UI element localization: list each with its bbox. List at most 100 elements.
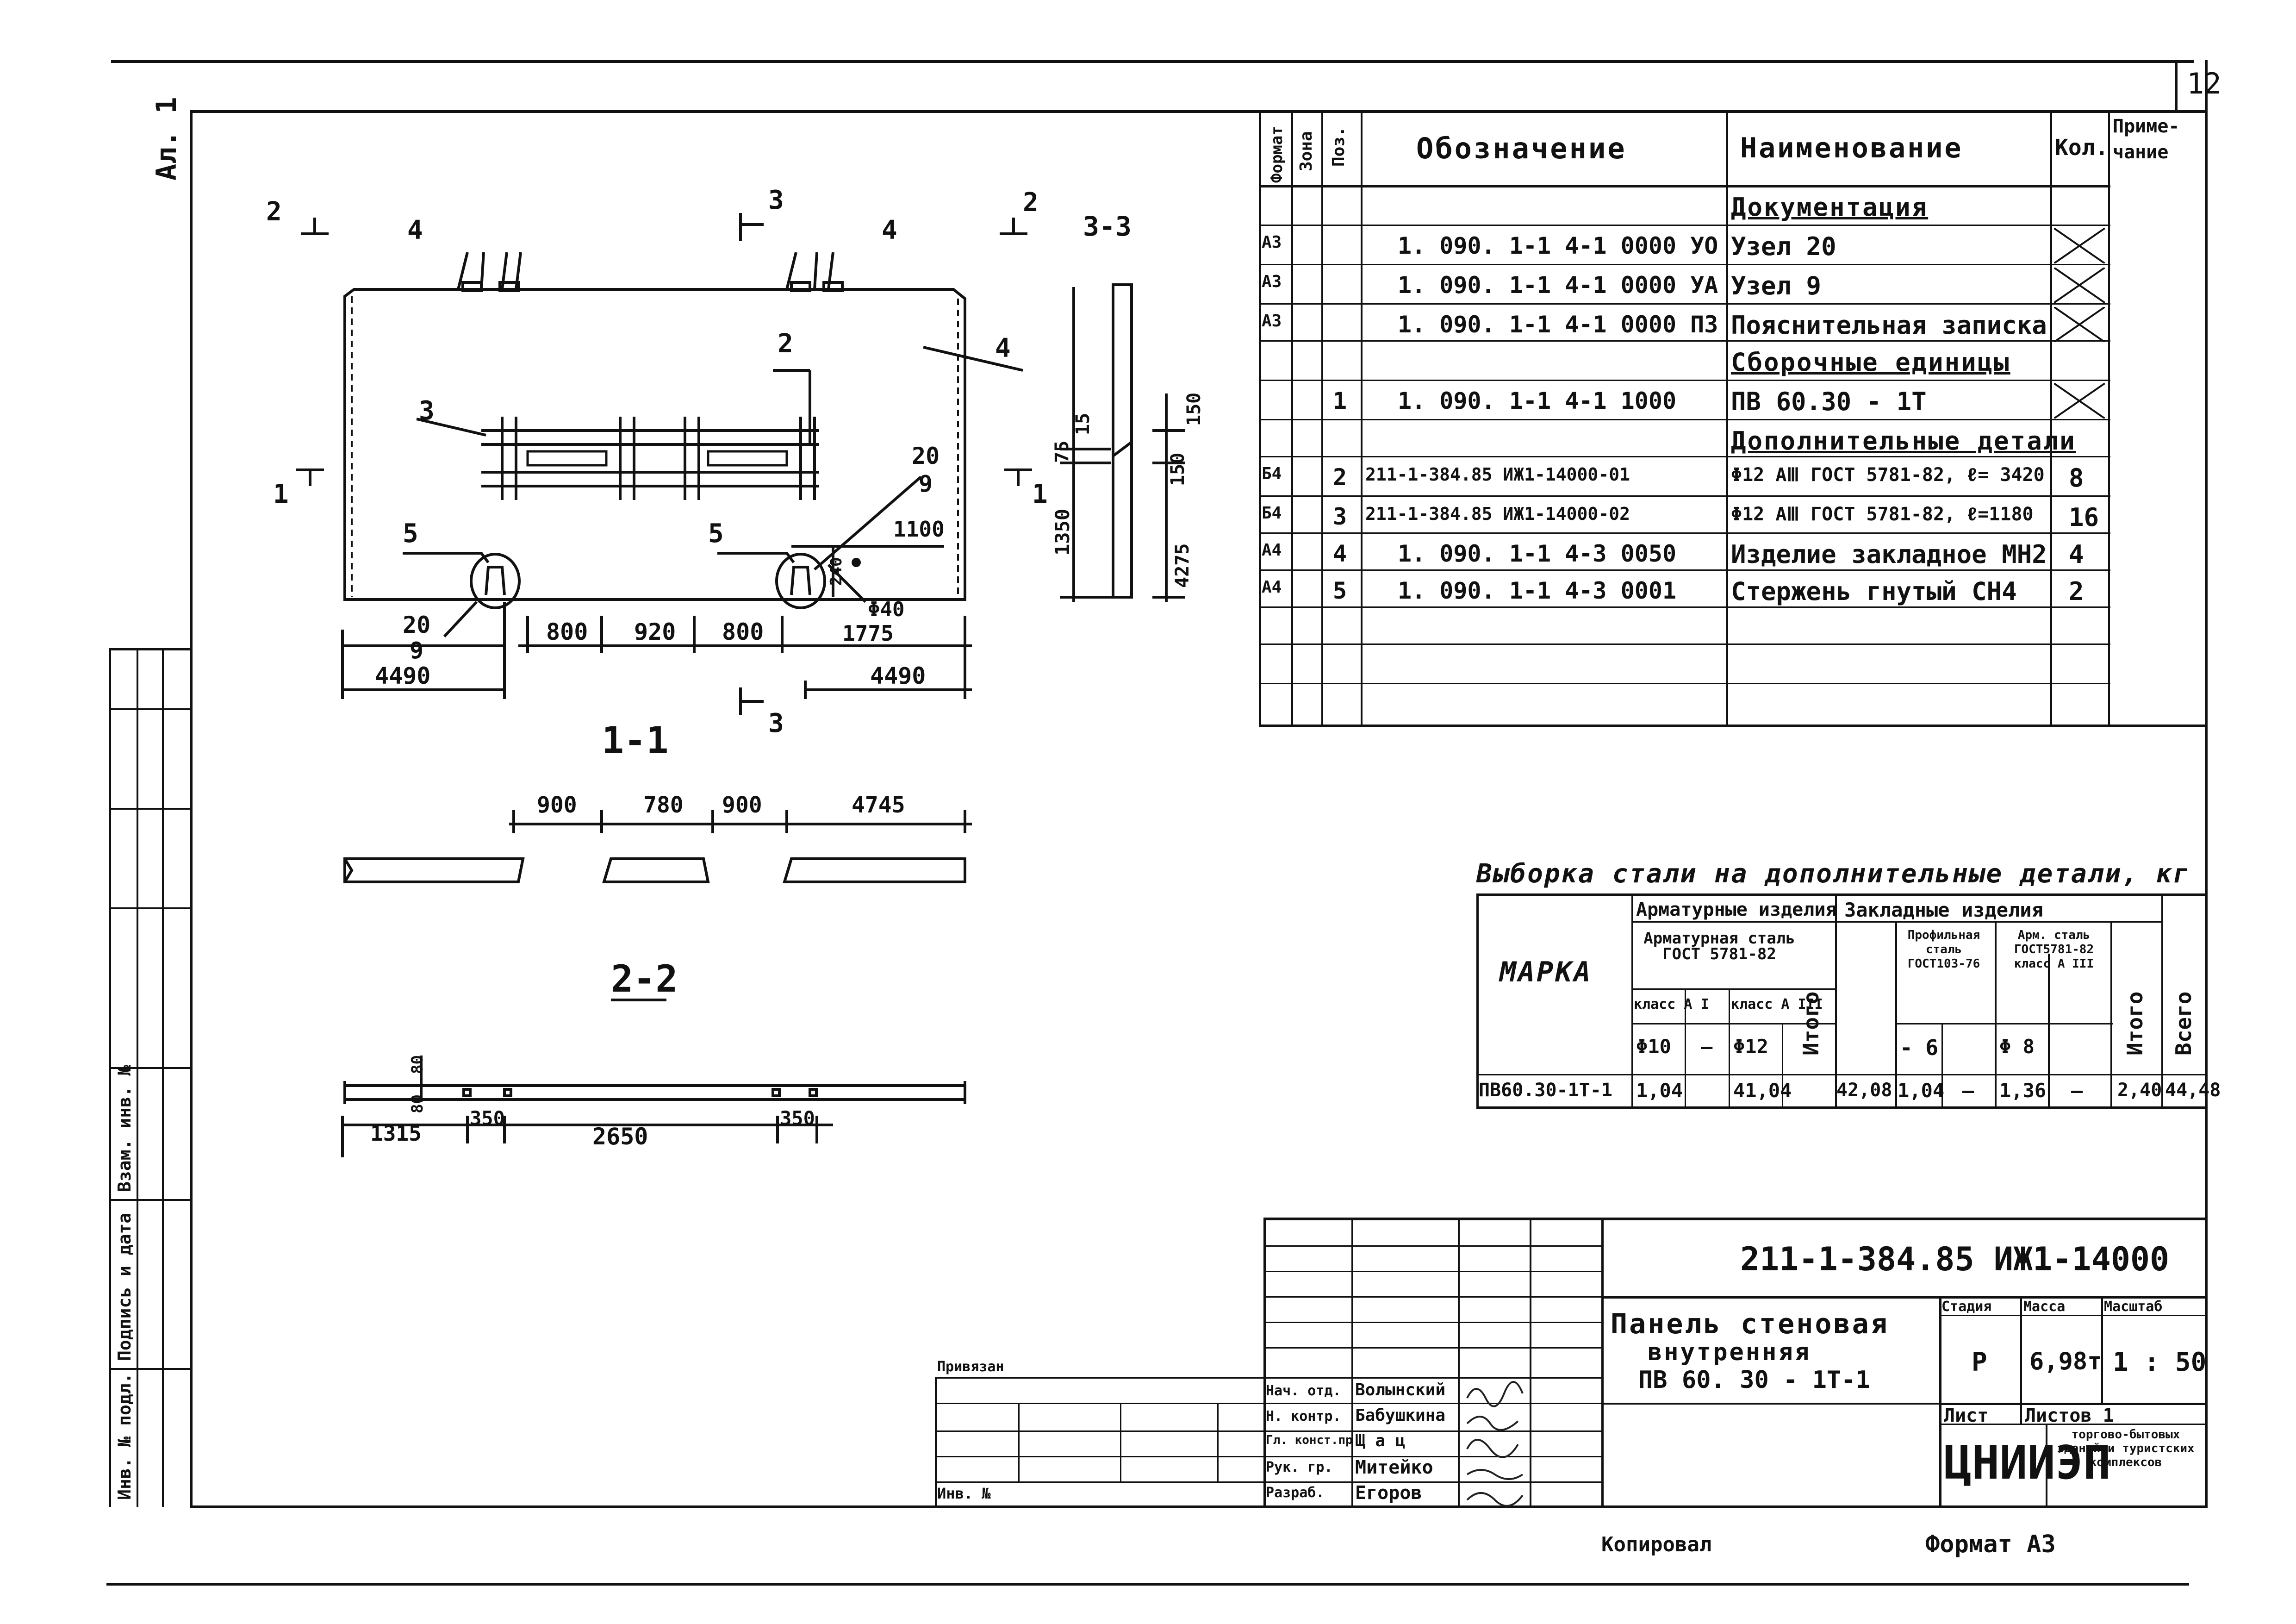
spec-row-qty: 8	[2069, 463, 2084, 493]
spec-row-format: А3	[1262, 312, 1282, 331]
spec-row-name: ПВ 60.30 - 1Т	[1731, 387, 1927, 416]
name-1: Волынский	[1355, 1380, 1446, 1399]
dim-350b: 350	[780, 1107, 815, 1130]
name-2: Бабушкина	[1355, 1406, 1446, 1425]
spec-row-name: Изделие закладное МН2	[1731, 540, 2047, 569]
sec-mark-3-top: 3	[768, 185, 784, 215]
role-3: Гл. конст.пр	[1266, 1433, 1353, 1447]
steel-prof: 1,04	[1898, 1079, 1945, 1102]
dim-1315: 1315	[370, 1121, 422, 1146]
bottom-rule	[106, 1583, 2189, 1586]
spec-row-pos: 3	[1333, 503, 1347, 530]
steel-h-m6: - 6	[1900, 1035, 1939, 1060]
spec-h-name: Наименование	[1740, 132, 1963, 164]
spec-h-note: Приме- чание	[2113, 116, 2180, 163]
steel-h-phi10: Φ10	[1636, 1035, 1671, 1058]
stamp-sheets: Листов 1	[2025, 1405, 2114, 1426]
sec-mark-2-right: 2	[1023, 187, 1039, 218]
stamp-stage-h: Стадия	[1941, 1299, 1992, 1315]
stamp-title-3: ПВ 60. 30 - 1Т-1	[1638, 1366, 1870, 1394]
dim-1775: 1775	[842, 621, 894, 646]
steel-h-prof: Профильная сталь ГОСТ103-76	[1907, 928, 1980, 971]
node-20-left: 20	[403, 612, 431, 638]
sheet-number: 12	[2187, 67, 2221, 100]
stamp-mass-h: Масса	[2023, 1299, 2066, 1315]
dim-900a: 900	[537, 792, 577, 818]
steel-h-class-a1: класс А I	[1634, 996, 1709, 1012]
spec-row-cross-icon	[2054, 383, 2105, 418]
frame-right	[2205, 60, 2208, 1508]
steel-h-class-a3: класс А III	[1731, 996, 1823, 1012]
footer-copied: Копировал	[1601, 1533, 1712, 1556]
spec-row-designation: 1. 090. 1-1 4-1 1000	[1398, 387, 1677, 414]
pos-4-right: 4	[882, 215, 897, 245]
spec-row-name: Стержень гнутый СН4	[1731, 577, 2017, 606]
steel-marka: ПВ60.30-1Т-1	[1479, 1080, 1612, 1101]
pos-2: 2	[778, 329, 793, 359]
spec-row-name: Документация	[1731, 193, 1929, 222]
frame-top	[190, 110, 2208, 113]
spec-row-cross-icon	[2054, 307, 2105, 342]
steel-h-phi12: Φ12	[1733, 1035, 1768, 1058]
stamp-org: ЦНИИЭП	[1944, 1436, 2111, 1490]
spec-row-designation: 211-1-384.85 ИЖ1-14000-02	[1365, 504, 1630, 524]
dim-800b: 800	[722, 618, 764, 645]
spec-row-name: Сборочные единицы	[1731, 348, 2010, 377]
dim-4490a: 4490	[375, 662, 431, 689]
stamp-scale: 1 : 50	[2113, 1347, 2207, 1377]
spec-row-name: Пояснительная записка	[1731, 311, 2047, 340]
spec-row-name: Узел 9	[1731, 271, 1822, 300]
name-3: Щ а ц	[1355, 1431, 1406, 1450]
role-4: Рук. гр.	[1266, 1459, 1333, 1475]
steel-a1-phi10: 1,04	[1636, 1079, 1683, 1102]
stamp-code: 211-1-384.85 ИЖ1-14000	[1740, 1240, 2170, 1278]
sec-mark-3-bottom: 3	[768, 708, 784, 738]
footer-format: Формат А3	[1925, 1530, 2056, 1558]
name-4: Митейко	[1355, 1457, 1433, 1478]
section-2-2-title: 2-2	[611, 957, 678, 1000]
node-9-right: 9	[919, 470, 933, 497]
spec-row-designation: 1. 090. 1-1 4-1 0000 УА	[1398, 272, 1718, 299]
pos-5-left: 5	[403, 518, 418, 549]
spec-row-pos: 1	[1333, 387, 1347, 414]
spec-row-format: А4	[1262, 541, 1282, 560]
spec-h-qty: Кол.	[2055, 135, 2109, 161]
role-1: Нач. отд.	[1266, 1383, 1341, 1399]
steel-itogo2: 2,40	[2117, 1080, 2162, 1101]
stamp-title-1: Панель стеновая	[1611, 1308, 1889, 1340]
stamp-inv: Инв. №	[937, 1485, 991, 1502]
steel-h-dash1: –	[1701, 1035, 1713, 1058]
steel-vsego: 44,48	[2165, 1080, 2221, 1101]
dim-900b: 900	[722, 792, 762, 818]
spec-row-format: А4	[1262, 578, 1282, 597]
spec-row-designation: 1. 090. 1-1 4-3 0001	[1398, 577, 1677, 604]
steel-title: Выборка стали на дополнительные детали, …	[1476, 859, 2190, 889]
sec-mark-2-left: 2	[266, 197, 282, 227]
steel-h-arm-stal2: Арм. сталь ГОСТ5781-82 класс А III	[2014, 928, 2094, 971]
spec-h-designation: Обозначение	[1416, 131, 1627, 165]
dim-800a: 800	[546, 618, 588, 645]
section-3-3-title: 3-3	[1083, 211, 1132, 242]
spec-row-designation: 1. 090. 1-1 4-1 0000 УО	[1398, 232, 1718, 259]
stamp-org-sub: торгово-бытовых зданий и туристских комп…	[2057, 1428, 2195, 1469]
spec-row-qty: 4	[2069, 540, 2084, 569]
name-5: Егоров	[1355, 1482, 1422, 1504]
embed-left	[457, 252, 522, 290]
spec-row-format: Б4	[1262, 504, 1282, 523]
spec-row-cross-icon	[2054, 268, 2105, 303]
spec-row-cross-icon	[2054, 228, 2105, 263]
spec-row-format: А3	[1262, 233, 1282, 252]
steel-a3-phi12: 41,04	[1733, 1079, 1792, 1102]
pos-4-side: 4	[995, 333, 1011, 363]
node-20-right: 20	[912, 443, 940, 469]
steel-h-marka: МАРКА	[1500, 956, 1593, 988]
dim-780: 780	[643, 792, 684, 818]
spec-row-pos: 4	[1333, 540, 1347, 567]
dim-350a: 350	[470, 1107, 505, 1130]
panel-outline	[343, 288, 966, 601]
spec-row-format: Б4	[1262, 464, 1282, 483]
pos-4-left: 4	[407, 215, 423, 245]
dim-2650: 2650	[592, 1123, 648, 1150]
